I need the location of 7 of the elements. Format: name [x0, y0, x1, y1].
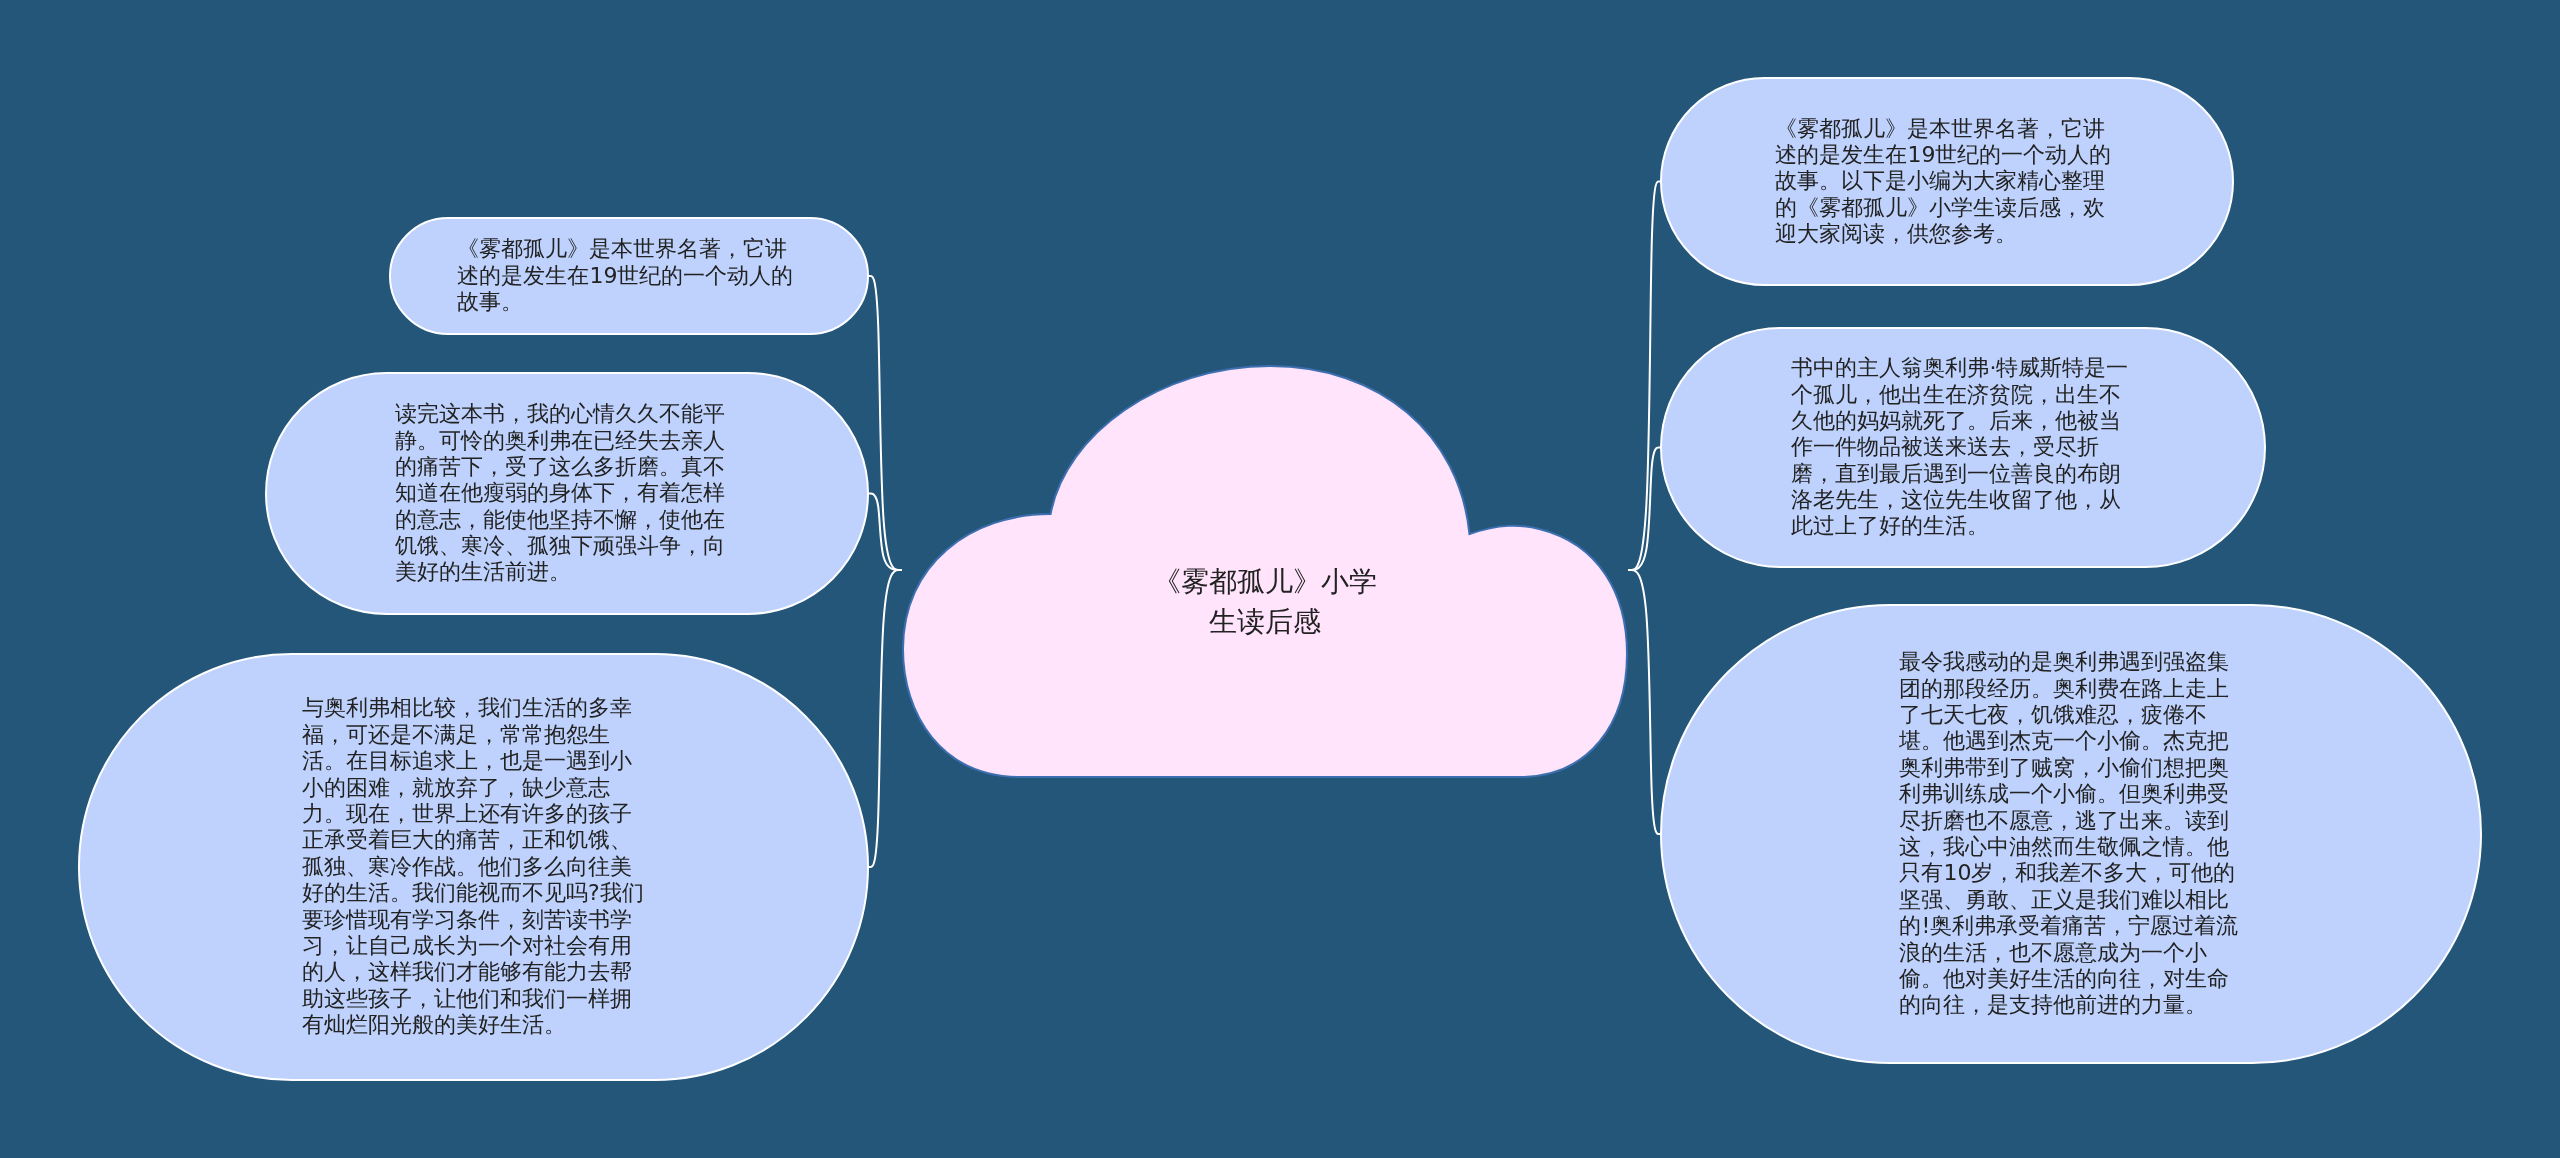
- node-text: 最令我感动的是奥利弗遇到强盗集团的那段经历。奥利费在路上走上了七天七夜，饥饿难忍，疲倦不堪。他遇到杰克一个小偷。杰克把奥利弗带到了贼窝，小偷们想把奥利弗训练成一个小偷。但奥利弗受尽折磨也不愿意，逃了出来。读到这，我心中油然而生敬佩之情。他只有10岁，和我差不多大，可他的坚强、勇敢、正义是我们难以相比的!奥利弗承受着痛苦，宁愿过着流浪的生活，也不愿意成为一个小偷。他对美好生活的向往，对生命的向往，是支持他前进的力量。: [1899, 649, 2240, 1019]
- node-text: 《雾都孤儿》是本世界名著，它讲述的是发生在19世纪的一个动人的故事。: [457, 236, 795, 316]
- node-text: 读完这本书，我的心情久久不能平静。可怜的奥利弗在已经失去亲人的痛苦下，受了这么多折磨。真不知道在他瘦弱的身体下，有着怎样的意志，能使他坚持不懈，使他在饥饿、寒冷、孤独下顽强斗争，向美好的生活前进。: [395, 401, 727, 586]
- node-text: 与奥利弗相比较，我们生活的多幸福，可还是不满足，常常抱怨生活。在目标追求上，也是一遇到小小的困难，就放弃了，缺少意志力。现在，世界上还有许多的孩子正承受着巨大的痛苦，正和饥饿、孤独、寒冷作战。他们多么向往美好的生活。我们能视而不见吗?我们要珍惜现有学习条件，刻苦读书学习，让自己成长为一个对社会有用的人，这样我们才能够有能力去帮助这些孩子，让他们和我们一样拥有灿烂阳光般的美好生活。: [301, 695, 645, 1039]
- title-text: 《雾都孤儿》小学生读后感: [1152, 564, 1378, 640]
- node-text: 《雾都孤儿》是本世界名著，它讲述的是发生在19世纪的一个动人的故事。以下是小编为大家精心整理的《雾都孤儿》小学生读后感，欢迎大家阅读，供您参考。: [1775, 115, 2113, 248]
- node-text: 书中的主人翁奥利弗·特威斯特是一个孤儿，他出生在济贫院，出生不久他的妈妈就死了。后来，他被当作一件物品被送来送去，受尽折磨，直到最后遇到一位善良的布朗洛老先生，这位先生收留了他，从此过上了好的生活。: [1791, 355, 2130, 540]
